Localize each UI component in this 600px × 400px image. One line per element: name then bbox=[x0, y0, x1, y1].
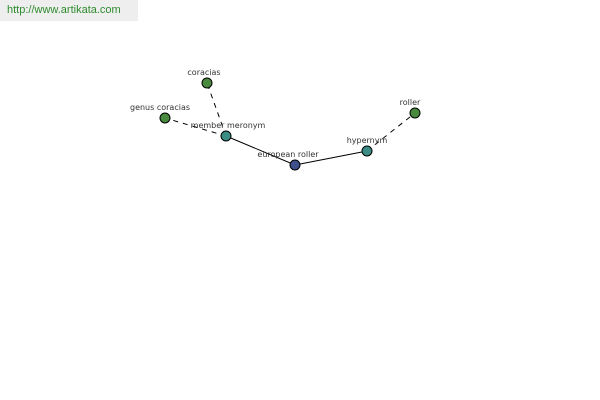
graph-nodes bbox=[159, 77, 421, 171]
node-label-european-roller: european roller bbox=[257, 150, 319, 159]
graph-edges bbox=[164, 82, 416, 166]
node-label-member-meronym: member meronym bbox=[191, 121, 266, 130]
edge-european-roller-to-hypernym bbox=[294, 150, 368, 166]
edge-hypernym-to-roller bbox=[366, 112, 416, 152]
node-label-coracias: coracias bbox=[187, 68, 220, 77]
node-member-meronym[interactable] bbox=[220, 130, 232, 142]
node-hypernym[interactable] bbox=[361, 145, 373, 157]
node-label-roller: roller bbox=[400, 98, 421, 107]
node-label-genus-coracias: genus coracias bbox=[130, 103, 190, 112]
source-url-link[interactable]: http://www.artikata.com bbox=[0, 0, 138, 21]
node-genus-coracias[interactable] bbox=[159, 112, 171, 124]
node-roller[interactable] bbox=[409, 107, 421, 119]
edge-member-meronym-to-genus-coracias bbox=[164, 117, 227, 137]
node-label-hypernym: hypernym bbox=[347, 136, 388, 145]
node-european-roller[interactable] bbox=[289, 159, 301, 171]
graph-labels: european roller hypernym roller member mero… bbox=[130, 68, 421, 159]
node-coracias[interactable] bbox=[201, 77, 213, 89]
edge-european-roller-to-member-meronym bbox=[225, 135, 296, 166]
